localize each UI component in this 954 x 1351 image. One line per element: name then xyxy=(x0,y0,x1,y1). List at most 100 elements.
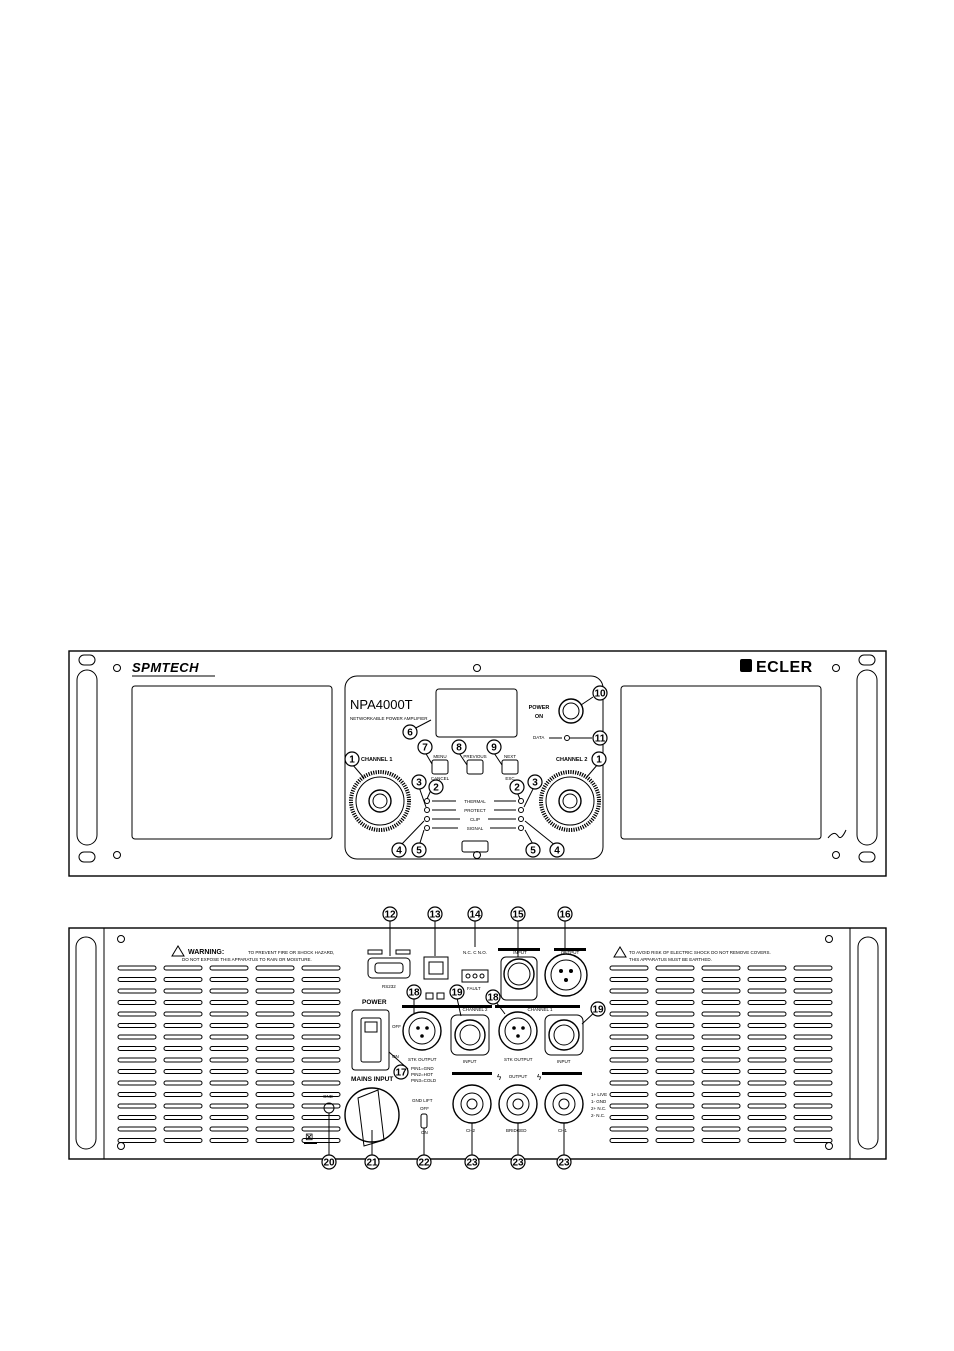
callout-11: 11 xyxy=(592,730,608,746)
vent-slot xyxy=(793,965,833,971)
callout-2: 2 xyxy=(509,779,525,795)
warning-text-2: DO NOT EXPOSE THIS APPARATUS TO RAIN OR … xyxy=(182,957,312,962)
ch1-input-xlr[interactable] xyxy=(544,1014,584,1056)
previous-button[interactable] xyxy=(466,759,484,775)
output-label: OUTPUT xyxy=(509,1074,528,1079)
ch1-speakon-output[interactable] xyxy=(544,1084,584,1124)
status-leds xyxy=(424,798,524,831)
bridged-speakon-output[interactable] xyxy=(498,1084,538,1124)
power-button[interactable] xyxy=(558,698,584,724)
svg-text:4: 4 xyxy=(554,846,560,857)
fault-relay-terminal[interactable] xyxy=(461,969,489,983)
vent-slot xyxy=(609,1069,649,1074)
vent-slot xyxy=(655,1011,695,1017)
vent-slot xyxy=(255,1103,295,1109)
speakon-legend-2: 1- GND xyxy=(591,1099,607,1104)
cancel-label: CANCEL xyxy=(431,776,450,781)
signature-mark xyxy=(827,829,847,839)
vent-slot xyxy=(655,1069,695,1074)
vent-slot xyxy=(701,1138,741,1143)
vent-slot xyxy=(747,988,787,994)
ch2-speakon-output[interactable] xyxy=(452,1084,492,1124)
vent-slot xyxy=(301,1057,341,1063)
vent-slot xyxy=(255,1023,295,1028)
pin2-label: PIN2=HOT xyxy=(411,1072,433,1077)
data-led xyxy=(564,735,570,741)
vent-slot xyxy=(609,1034,649,1040)
vent-slot xyxy=(609,1092,649,1097)
vent-slot xyxy=(301,1092,341,1097)
power-switch[interactable] xyxy=(351,1009,390,1071)
rack-hole xyxy=(78,851,96,863)
vent-slot xyxy=(255,1126,295,1132)
esc-label: ESC xyxy=(505,776,515,781)
vent-slot xyxy=(701,1126,741,1132)
vent-slot xyxy=(747,1034,787,1040)
channel2-label: CHANNEL 2 xyxy=(556,757,587,763)
volume-knob-ch2[interactable] xyxy=(539,770,601,832)
svg-text:1: 1 xyxy=(349,755,355,766)
volume-knob-ch1[interactable] xyxy=(349,770,411,832)
vent-slot xyxy=(701,1103,741,1109)
rs232-label: RS232 xyxy=(382,984,396,989)
svg-text:5: 5 xyxy=(416,846,422,857)
vent-slot xyxy=(163,1138,203,1143)
vent-slot xyxy=(701,988,741,994)
vent-slot xyxy=(209,1069,249,1074)
callout-18: 18 xyxy=(406,984,422,1000)
rear-power-label: POWER xyxy=(362,999,387,1006)
front-callouts: 1 1 2 2 3 3 4 4 5 5 6 7 8 9 10 11 xyxy=(344,685,608,858)
callout-4: 4 xyxy=(549,842,565,858)
front-control-panel xyxy=(344,675,604,860)
vent-slot xyxy=(609,1103,649,1109)
vent-slot xyxy=(609,977,649,982)
callout-3: 3 xyxy=(411,774,427,790)
ch2-stk-output-xlr[interactable] xyxy=(402,1011,442,1051)
ch2-speakon-label: CH2 xyxy=(466,1128,475,1133)
vent-slot xyxy=(655,1103,695,1109)
vent-slot xyxy=(117,1046,157,1051)
weee-bin-icon: ⊠ xyxy=(305,1132,313,1143)
vent-slot xyxy=(793,1080,833,1086)
model-name: NPA4000T xyxy=(350,697,413,712)
vent-slot xyxy=(255,977,295,982)
rs232-connector[interactable] xyxy=(367,957,411,979)
vent-slot xyxy=(747,965,787,971)
vent-slot xyxy=(701,1000,741,1005)
bridged-output-xlr[interactable] xyxy=(544,953,588,997)
power-label: POWER xyxy=(529,705,550,711)
power-off-label: OFF xyxy=(392,1024,401,1029)
vent-slot xyxy=(117,1057,157,1063)
vent-slot xyxy=(701,1046,741,1051)
vent-slot xyxy=(655,977,695,982)
bridged-input-xlr[interactable] xyxy=(500,956,538,1001)
power-button-inner xyxy=(562,702,580,720)
vent-slot xyxy=(655,965,695,971)
callout-13: 13 xyxy=(427,906,443,922)
svg-text:19: 19 xyxy=(451,988,463,999)
vent-slot xyxy=(655,1057,695,1063)
vent-slot xyxy=(117,1080,157,1086)
svg-text:19: 19 xyxy=(592,1005,604,1016)
vent-slot xyxy=(701,1115,741,1120)
status-protect: PROTECT xyxy=(464,808,486,813)
callout-6: 6 xyxy=(402,724,418,740)
ch1-stk-output-xlr[interactable] xyxy=(498,1011,538,1051)
vent-slot xyxy=(747,1092,787,1097)
vent-slot xyxy=(117,988,157,994)
svg-text:5: 5 xyxy=(530,846,536,857)
ethernet-port[interactable] xyxy=(423,956,449,980)
menu-button[interactable] xyxy=(431,759,449,775)
gnd-lift-switch[interactable] xyxy=(420,1113,428,1129)
ch2-input-xlr[interactable] xyxy=(450,1014,490,1056)
vent-slot xyxy=(609,1126,649,1132)
callout-16: 16 xyxy=(557,906,573,922)
vent-slot xyxy=(747,1126,787,1132)
vent-slot xyxy=(655,1023,695,1028)
vent-slot xyxy=(609,1115,649,1120)
ch1-speakon-label: CH1 xyxy=(558,1128,567,1133)
next-button[interactable] xyxy=(501,759,519,775)
vent-slot xyxy=(209,1138,249,1143)
vent-slot xyxy=(655,1034,695,1040)
